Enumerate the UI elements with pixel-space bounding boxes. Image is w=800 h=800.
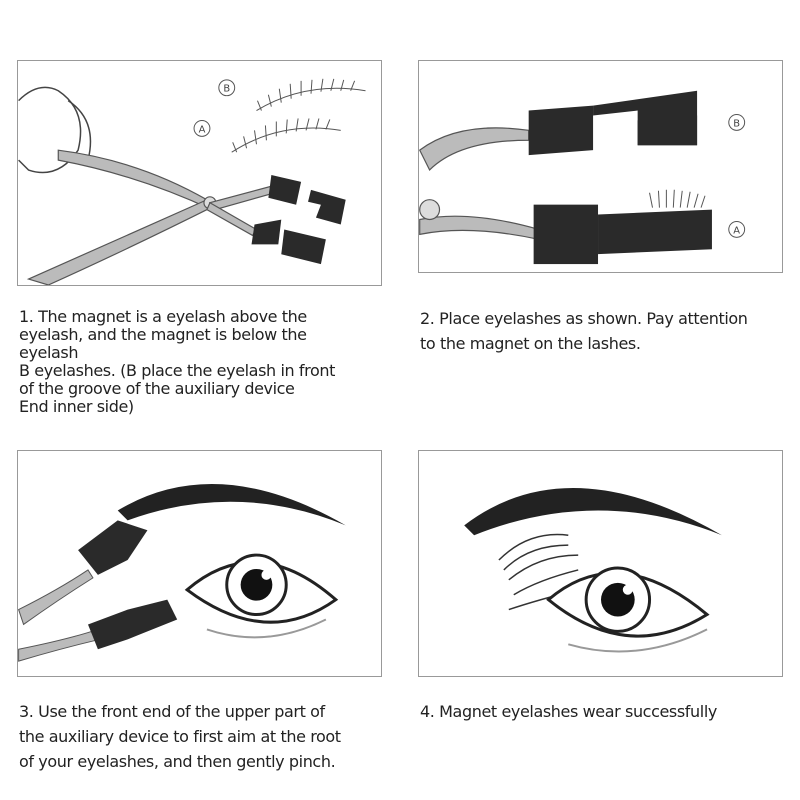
caption-line: 3. Use the front end of the upper part o… bbox=[19, 702, 325, 721]
hand-icon bbox=[18, 86, 92, 174]
applicator-tool bbox=[419, 127, 540, 241]
eyelash-strip bbox=[649, 189, 706, 208]
svg-text:B: B bbox=[223, 84, 230, 95]
eye-icon bbox=[184, 553, 339, 639]
step-2-illustration: B A bbox=[418, 60, 783, 273]
caption-line: 1. The magnet is a eyelash above the bbox=[19, 307, 307, 326]
step-3-caption: 3. Use the front end of the upper part o… bbox=[19, 699, 341, 774]
svg-text:B: B bbox=[733, 118, 740, 129]
caption-line: eyelash bbox=[19, 343, 79, 362]
step-2-caption: 2. Place eyelashes as shown. Pay attenti… bbox=[420, 306, 748, 356]
eyelash-strips bbox=[231, 78, 366, 153]
applicator-tool bbox=[26, 149, 280, 285]
label-b-badge: B bbox=[728, 113, 746, 131]
caption-line: B eyelashes. (B place the eyelash in fro… bbox=[19, 361, 335, 380]
step-3-illustration bbox=[17, 450, 382, 677]
caption-line: End inner side) bbox=[19, 397, 134, 416]
applicator-tool bbox=[18, 520, 178, 662]
caption-line: of your eyelashes, and then gently pinch… bbox=[19, 752, 336, 771]
label-a-badge: A bbox=[193, 119, 211, 137]
caption-line: 2. Place eyelashes as shown. Pay attenti… bbox=[420, 309, 748, 328]
eye-icon bbox=[546, 566, 710, 653]
eyebrow-icon bbox=[464, 488, 722, 536]
caption-line: to the magnet on the lashes. bbox=[420, 334, 641, 353]
magnet-blocks bbox=[528, 90, 712, 265]
label-a-badge: A bbox=[728, 220, 746, 238]
step-4-illustration bbox=[418, 450, 783, 677]
svg-text:A: A bbox=[199, 124, 206, 135]
step-1-caption: 1. The magnet is a eyelash above the eye… bbox=[19, 308, 335, 416]
caption-line: eyelash, and the magnet is below the bbox=[19, 325, 307, 344]
magnet-blocks bbox=[251, 174, 346, 265]
step-1-illustration: B A bbox=[17, 60, 382, 286]
eyelash-icon bbox=[498, 533, 579, 611]
label-b-badge: B bbox=[218, 79, 236, 97]
step-4-caption: 4. Magnet eyelashes wear successfully bbox=[420, 699, 717, 724]
svg-text:A: A bbox=[733, 225, 740, 236]
caption-line: the auxiliary device to first aim at the… bbox=[19, 727, 341, 746]
caption-line: 4. Magnet eyelashes wear successfully bbox=[420, 702, 717, 721]
caption-line: of the groove of the auxiliary device bbox=[19, 379, 295, 398]
eyebrow-icon bbox=[117, 484, 346, 526]
